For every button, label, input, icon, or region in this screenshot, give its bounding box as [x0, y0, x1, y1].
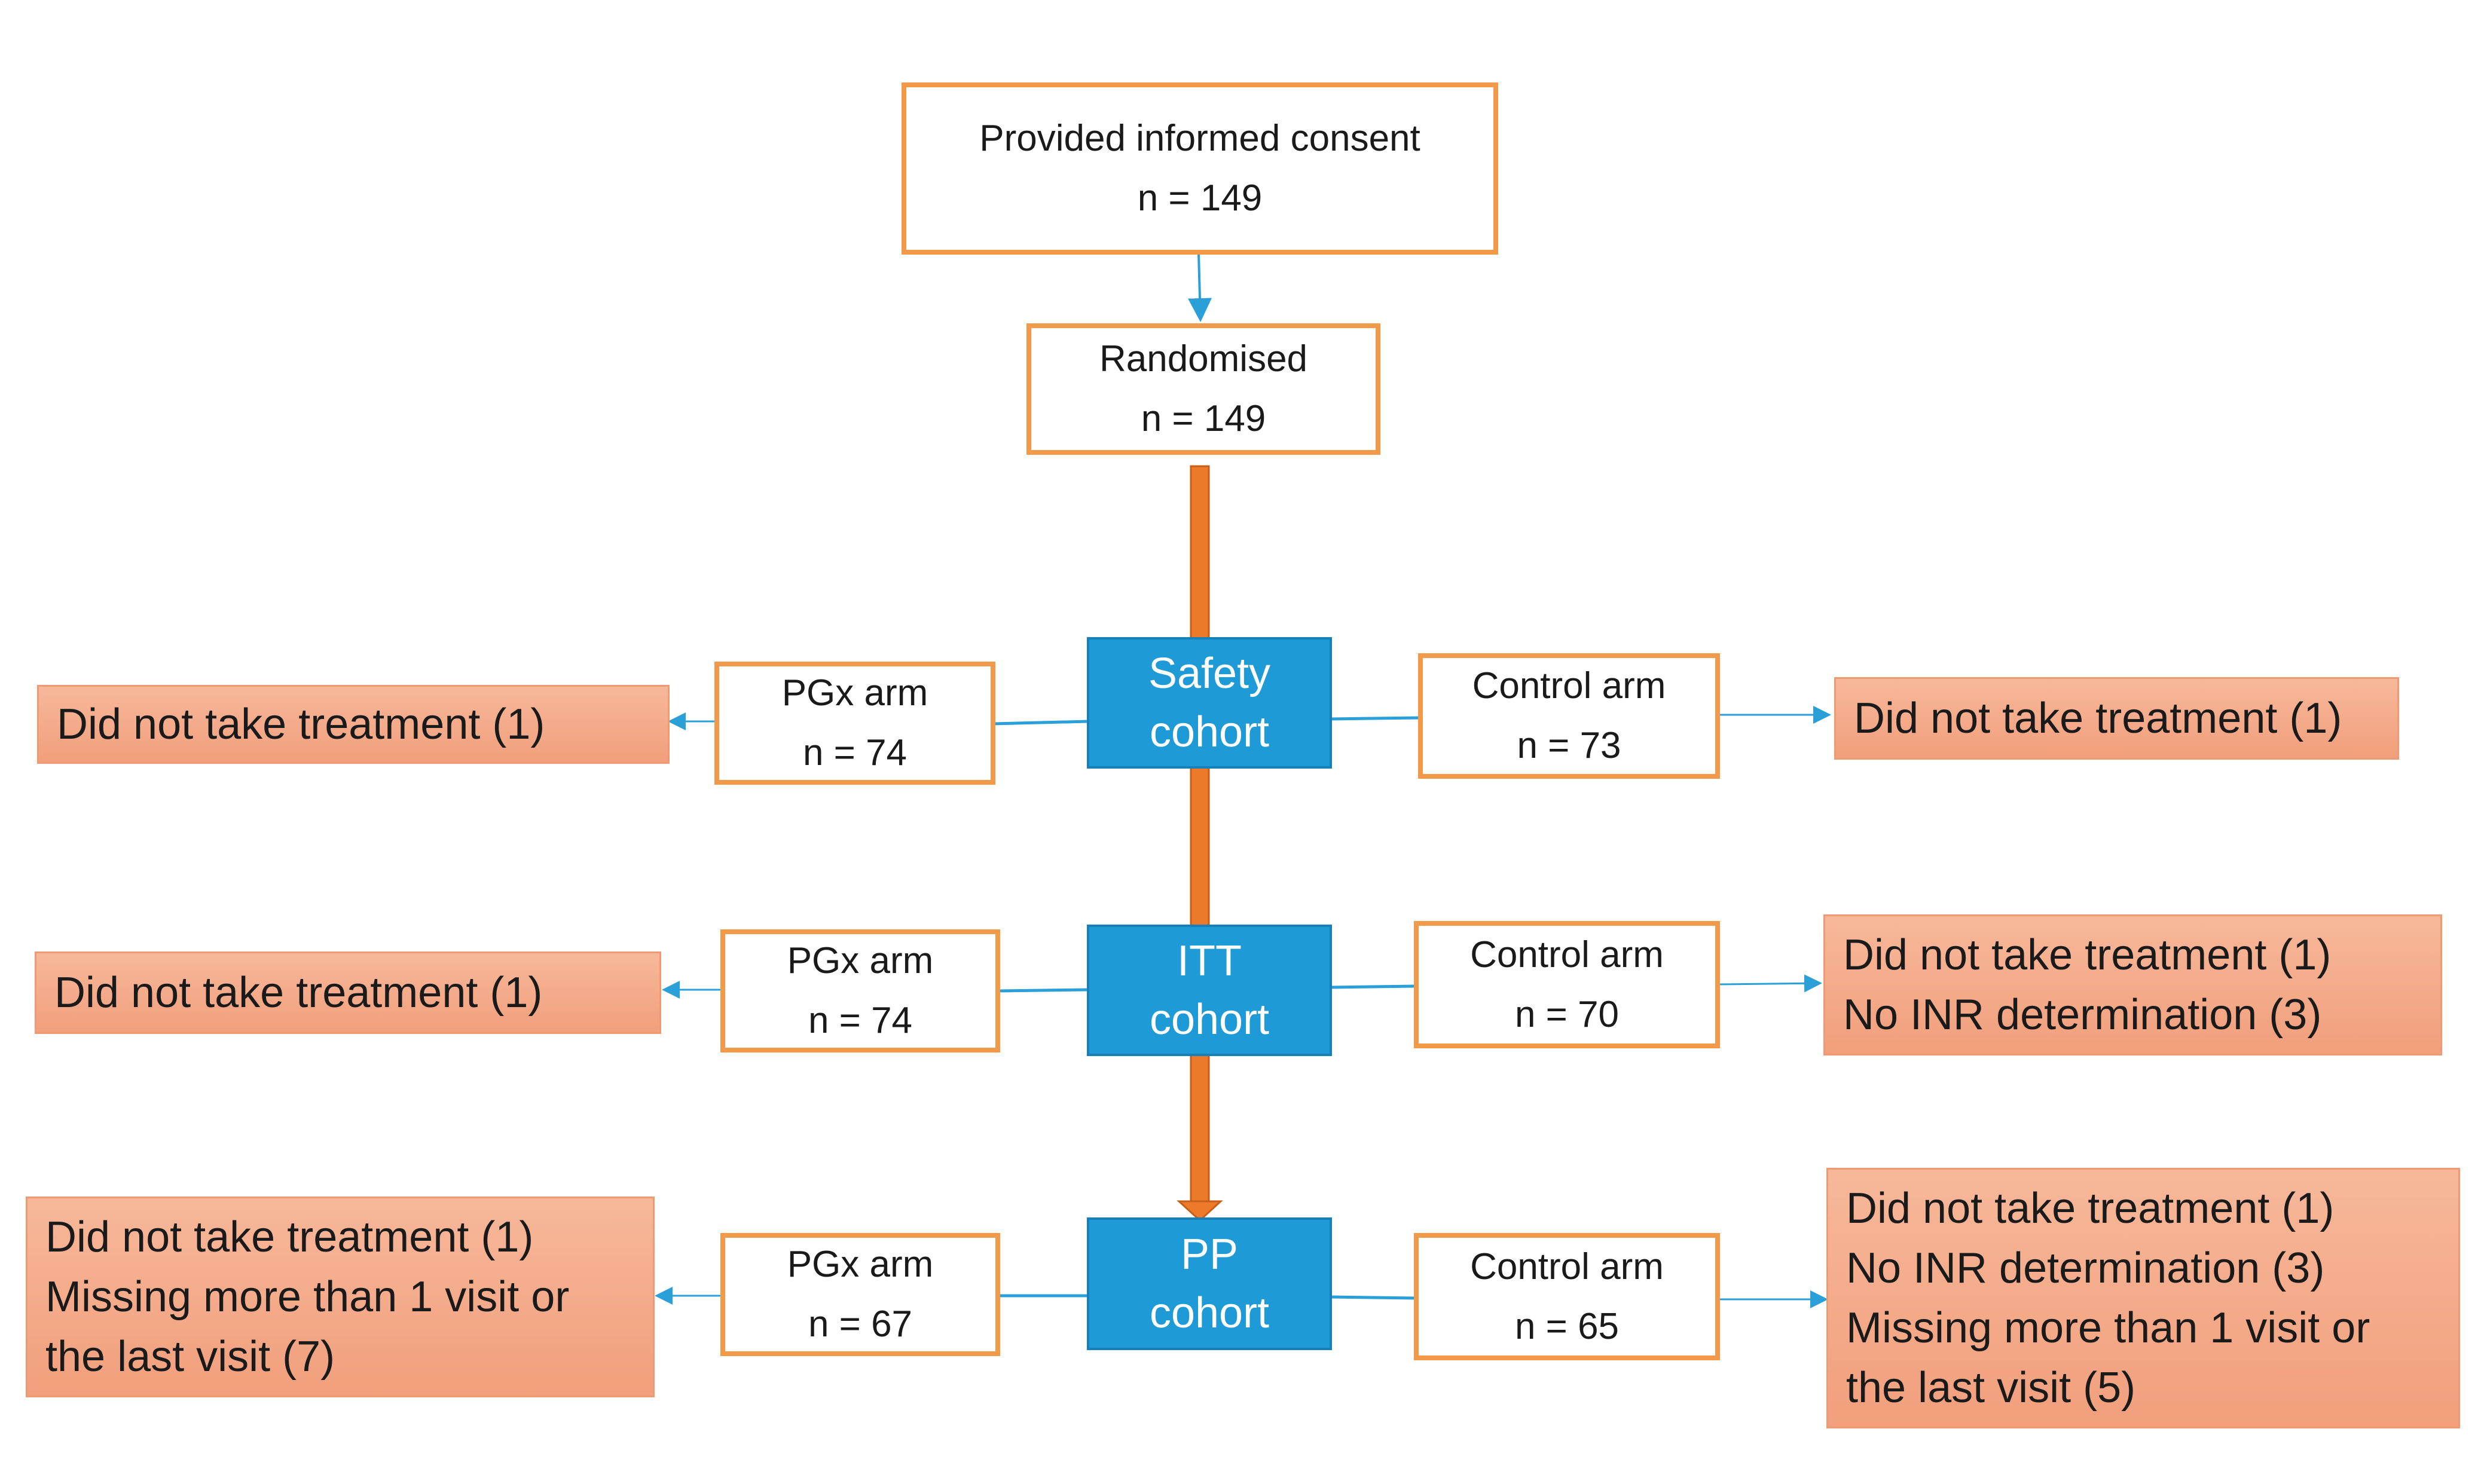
itt-control-excluded: Did not take treatment (1) No INR determ…: [1823, 914, 2442, 1055]
connector-itt-control: [1330, 984, 1416, 989]
cohort-name: PP: [1180, 1231, 1239, 1278]
excluded-line: the last visit (7): [45, 1333, 335, 1381]
safety-pgx-arm: PGx arm n = 74: [714, 662, 995, 785]
connector-consent-randomised: [1188, 253, 1212, 322]
excluded-line: Did not take treatment (1): [1846, 1185, 2335, 1232]
arm-count: n = 73: [1517, 725, 1621, 766]
arm-count: n = 74: [808, 1000, 913, 1041]
safety-cohort-box: Safety cohort: [1087, 637, 1332, 769]
excluded-line: Did not take treatment (1): [45, 1213, 534, 1261]
pp-control-excluded: Did not take treatment (1) No INR determ…: [1826, 1168, 2460, 1428]
connector-itt-pgx: [998, 988, 1089, 993]
randomised-count: n = 149: [1141, 398, 1266, 439]
safety-pgx-excluded: Did not take treatment (1): [37, 685, 670, 764]
spine-arrowhead: [1177, 1200, 1223, 1222]
itt-pgx-arm: PGx arm n = 74: [720, 929, 1000, 1052]
itt-control-arm: Control arm n = 70: [1414, 921, 1720, 1048]
arm-label: Control arm: [1470, 1246, 1664, 1287]
consent-label: Provided informed consent: [979, 118, 1420, 159]
itt-cohort-box: ITT cohort: [1087, 925, 1332, 1056]
arm-label: PGx arm: [781, 672, 928, 714]
connector-safety-pgx: [993, 720, 1089, 726]
pp-control-arm: Control arm n = 65: [1414, 1233, 1720, 1360]
cohort-word: cohort: [1149, 1289, 1270, 1337]
cohort-word: cohort: [1149, 996, 1270, 1044]
arm-label: Control arm: [1472, 665, 1666, 706]
itt-pgx-excluded: Did not take treatment (1): [35, 951, 661, 1034]
excluded-line: Did not take treatment (1): [1854, 694, 2342, 742]
arm-count: n = 67: [808, 1304, 913, 1345]
arm-label: PGx arm: [787, 940, 934, 981]
arm-count: n = 74: [802, 732, 908, 773]
excluded-line: Missing more than 1 visit or: [45, 1273, 570, 1321]
excluded-line: the last visit (5): [1846, 1364, 2136, 1412]
safety-control-arm: Control arm n = 73: [1418, 653, 1720, 779]
connector-safety-control: [1330, 716, 1420, 721]
excluded-line: Did not take treatment (1): [54, 969, 543, 1017]
cohort-name: ITT: [1177, 937, 1242, 985]
arm-label: PGx arm: [787, 1244, 934, 1285]
pp-pgx-arm: PGx arm n = 67: [720, 1233, 1000, 1356]
connector-pp-control: [1330, 1295, 1416, 1300]
arm-label: Control arm: [1470, 934, 1664, 975]
arm-count: n = 70: [1514, 993, 1620, 1035]
excluded-line: No INR determination (3): [1846, 1244, 2325, 1292]
spine-orange: [1190, 465, 1210, 1208]
excluded-line: Missing more than 1 visit or: [1846, 1304, 2370, 1352]
randomised-label: Randomised: [1099, 338, 1308, 380]
excluded-line: Did not take treatment (1): [57, 700, 545, 748]
excluded-line: No INR determination (3): [1843, 991, 2322, 1039]
excluded-line: Did not take treatment (1): [1843, 931, 2332, 979]
randomised-box: Randomised n = 149: [1026, 323, 1380, 455]
connector-itt-control-excl: [1718, 974, 1822, 993]
consent-box: Provided informed consent n = 149: [902, 82, 1498, 255]
cohort-name: Safety: [1148, 650, 1271, 697]
consent-count: n = 149: [1137, 178, 1263, 219]
arm-count: n = 65: [1514, 1305, 1620, 1347]
safety-control-excluded: Did not take treatment (1): [1834, 677, 2399, 760]
pp-cohort-box: PP cohort: [1087, 1217, 1332, 1350]
cohort-word: cohort: [1149, 708, 1270, 756]
pp-pgx-excluded: Did not take treatment (1) Missing more …: [26, 1197, 655, 1397]
